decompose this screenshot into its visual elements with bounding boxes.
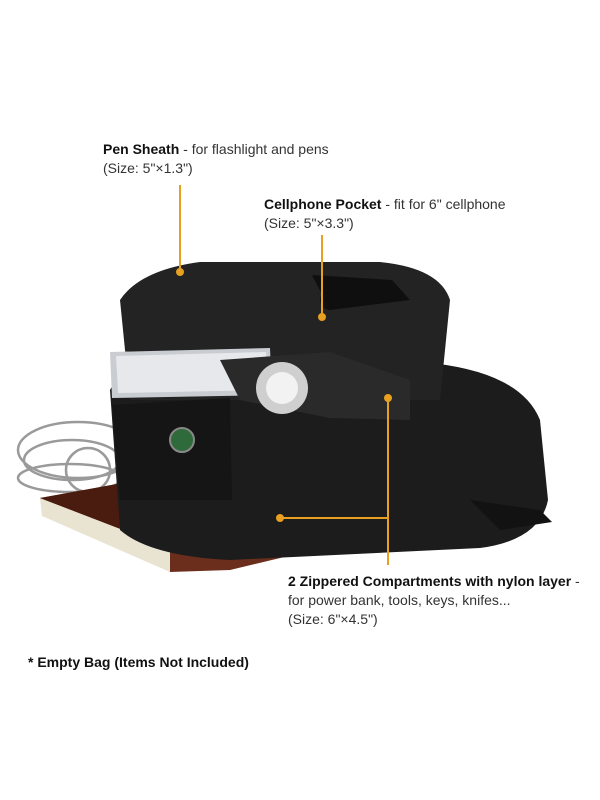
cellphone-pocket-annotation: Cellphone Pocket - fit for 6" cellphone … xyxy=(264,195,506,233)
cellphone-pocket-desc: - fit for 6" cellphone xyxy=(381,196,506,212)
tactical-pouch xyxy=(110,262,552,560)
compartments-size: (Size: 6"×4.5") xyxy=(288,611,378,627)
cellphone-pocket-size: (Size: 5"×3.3") xyxy=(264,215,354,231)
empty-bag-footnote: * Empty Bag (Items Not Included) xyxy=(28,654,249,670)
compartments-desc: - for power bank, tools, keys, knifes... xyxy=(288,573,580,608)
compartments-annotation: 2 Zippered Compartments with nylon layer… xyxy=(288,572,588,629)
pen-sheath-desc: - for flashlight and pens xyxy=(179,141,329,157)
cellphone-pocket-title: Cellphone Pocket xyxy=(264,196,382,212)
pen-sheath-title: Pen Sheath xyxy=(103,141,180,157)
pen-sheath-annotation: Pen Sheath - for flashlight and pens (Si… xyxy=(103,140,329,178)
leader-lines xyxy=(176,185,392,565)
pen-sheath-size: (Size: 5"×1.3") xyxy=(103,160,193,176)
compartments-title: 2 Zippered Compartments with nylon layer xyxy=(288,573,572,589)
